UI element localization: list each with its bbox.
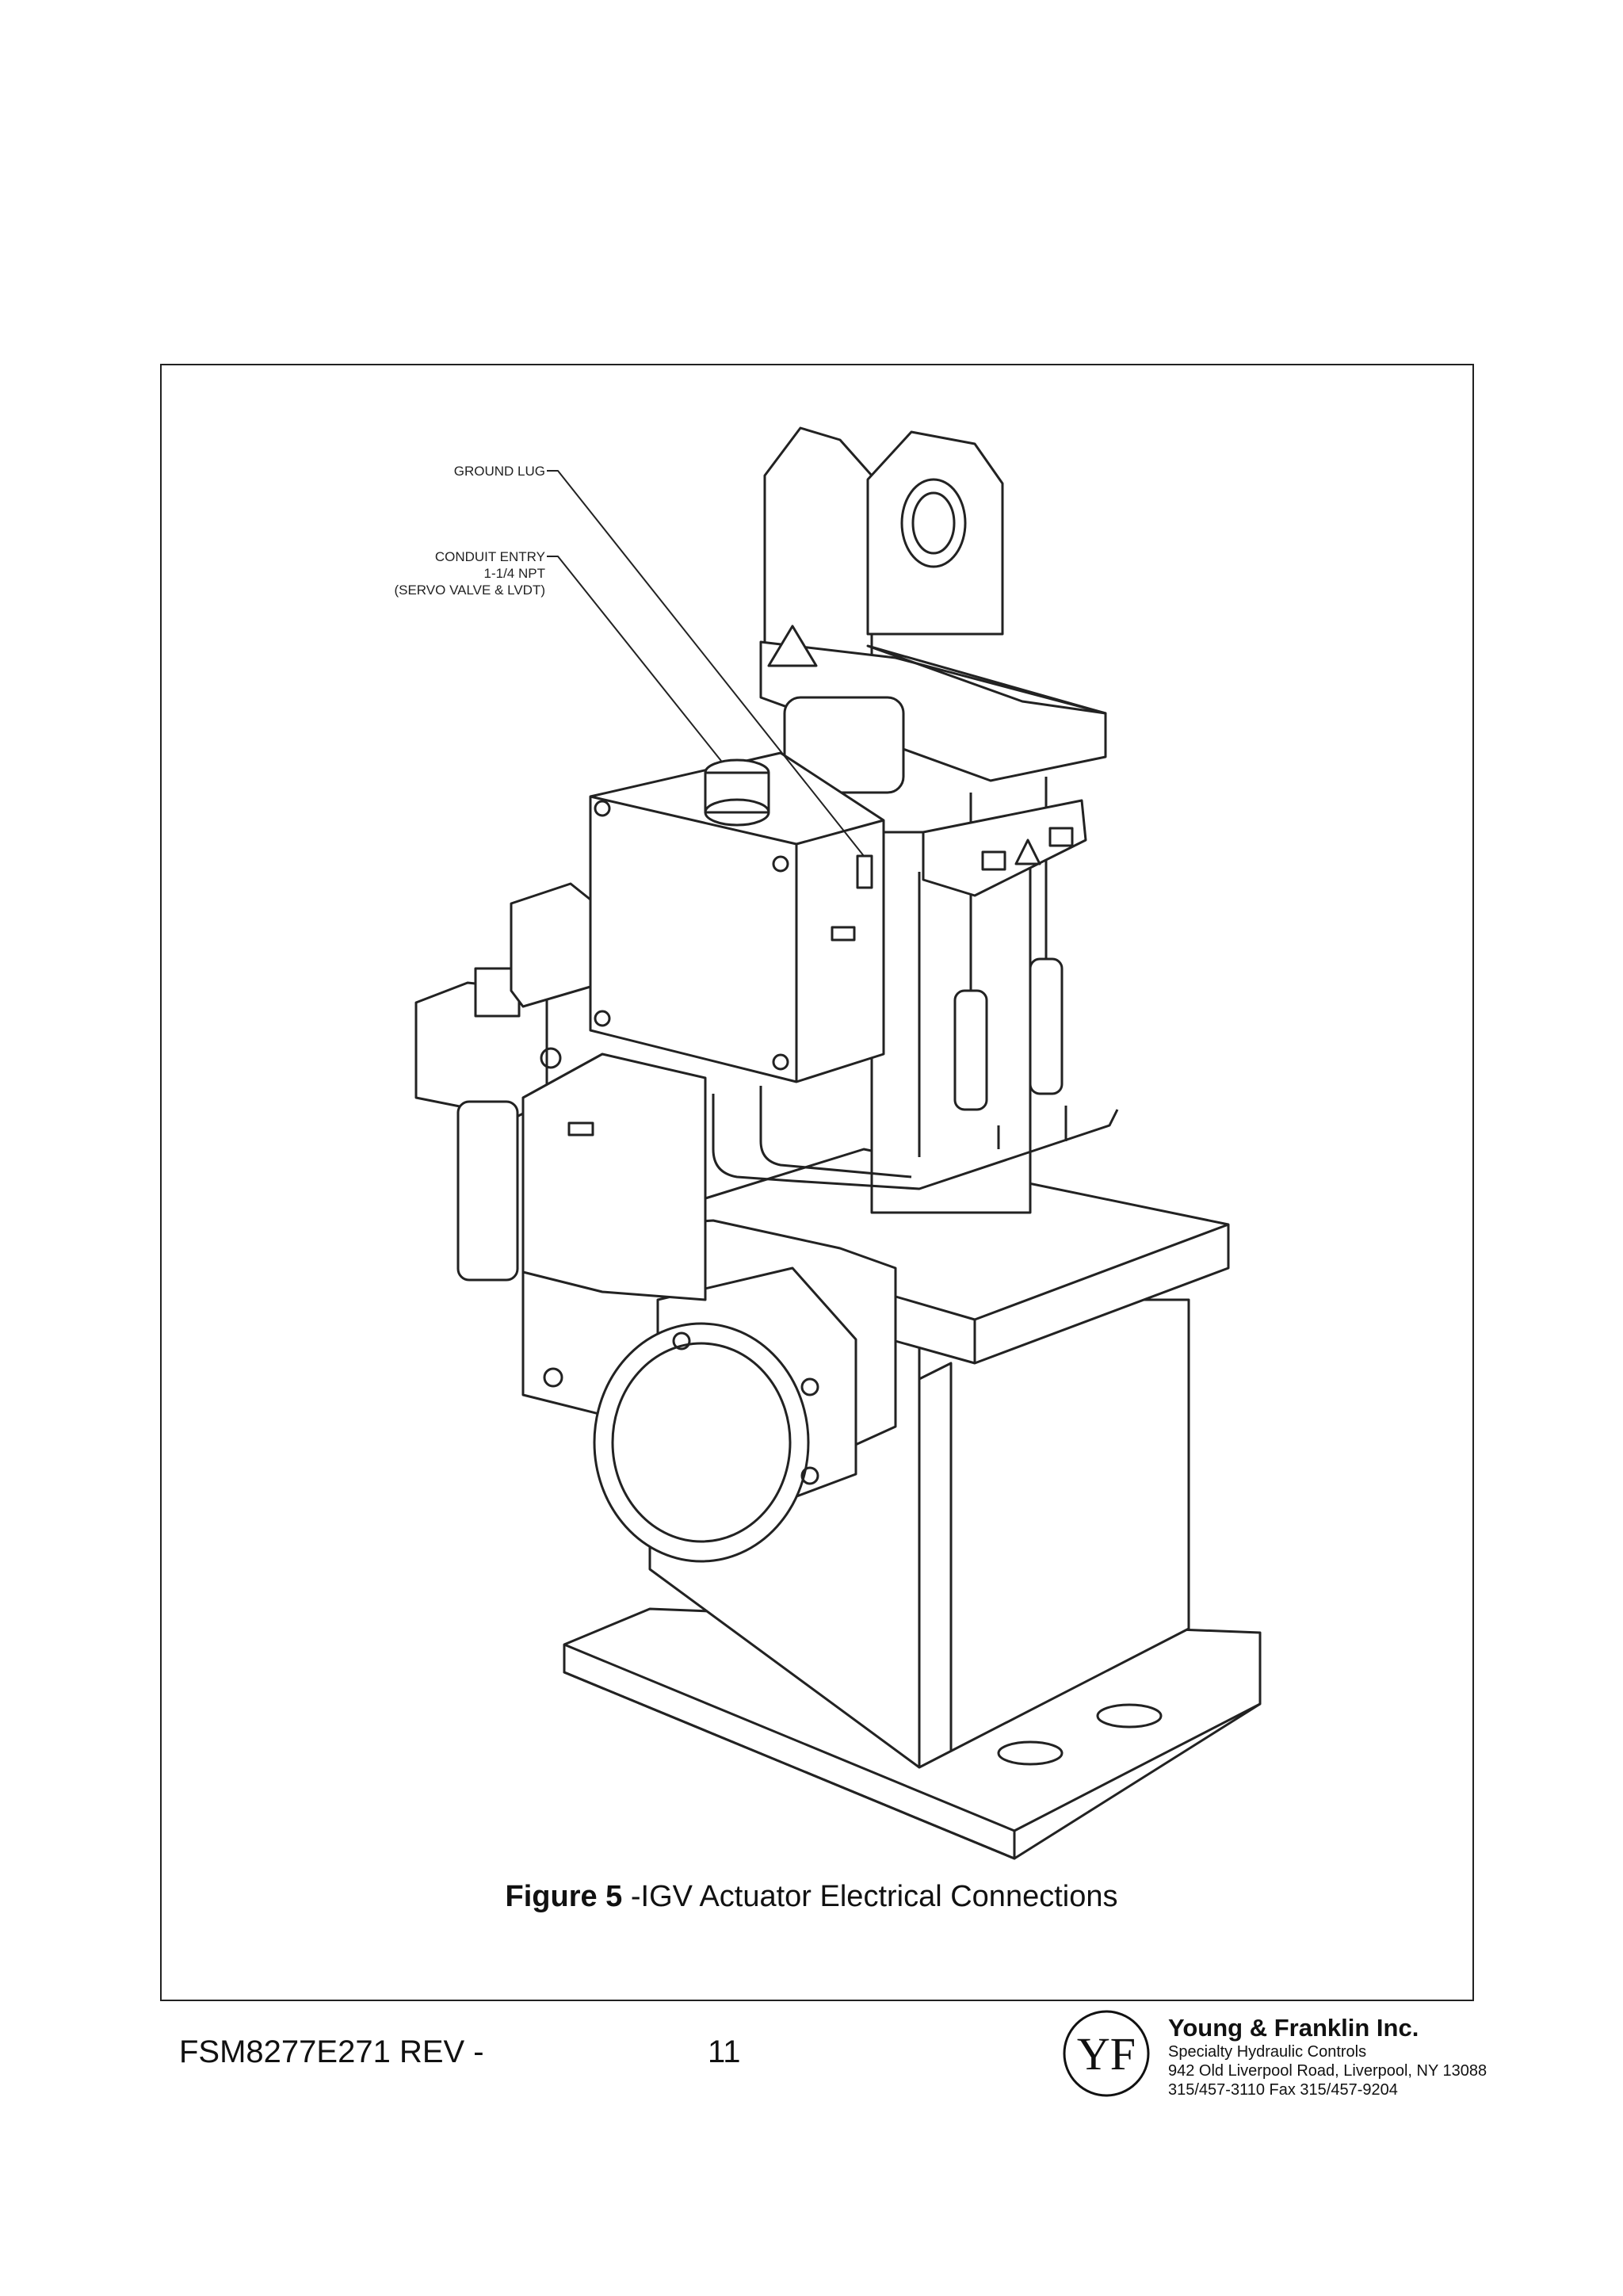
company-address: 942 Old Liverpool Road, Liverpool, NY 13… — [1168, 2062, 1487, 2080]
conduit-size-label: 1-1/4 NPT — [483, 566, 545, 581]
company-name: Young & Franklin Inc. — [1168, 2014, 1419, 2042]
figure-frame — [160, 364, 1474, 2001]
clevis — [759, 426, 1107, 782]
conduit-purpose-label: (SERVO VALVE & LVDT) — [394, 583, 545, 598]
servo-valve — [414, 882, 707, 1301]
page-number: 11 — [708, 2034, 741, 2069]
figure-title: -IGV Actuator Electrical Connections — [622, 1880, 1118, 1913]
company-block: Young & Franklin Inc. Specialty Hydrauli… — [1168, 2014, 1487, 2099]
company-tagline: Specialty Hydraulic Controls — [1168, 2043, 1367, 2061]
company-logo: YF — [1063, 2010, 1150, 2097]
lvdt-block — [922, 799, 1087, 897]
figure-label: Figure 5 — [505, 1880, 623, 1913]
junction-box — [589, 751, 885, 1083]
conduit-entry-callout: CONDUIT ENTRY 1-1/4 NPT (SERVO VALVE & L… — [341, 548, 545, 598]
figure-caption: Figure 5 -IGV Actuator Electrical Connec… — [0, 1880, 1623, 1914]
ground-lug-callout: GROUND LUG — [380, 463, 545, 479]
callout-leaders — [547, 470, 865, 857]
logo-text: YF — [1077, 2028, 1136, 2080]
piping — [712, 1086, 1119, 1190]
conduit-entry-label: CONDUIT ENTRY — [434, 549, 545, 564]
ground-lug-label: GROUND LUG — [453, 464, 545, 479]
company-phone-fax: 315/457-3110 Fax 315/457-9204 — [1168, 2081, 1398, 2099]
document-id: FSM8277E271 REV - — [179, 2034, 484, 2069]
cylinder — [783, 696, 1064, 1214]
